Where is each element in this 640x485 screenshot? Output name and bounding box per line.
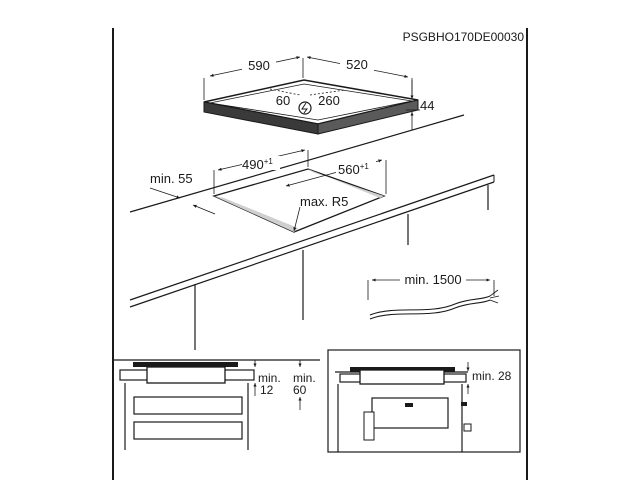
drawer-min-label-2: min.: [293, 371, 316, 385]
document-code: PSGBHO170DE00030: [403, 30, 525, 44]
hob-width-label: 590: [248, 58, 270, 73]
dim-520: 520: [306, 56, 413, 98]
connection-left-label: 60: [276, 93, 290, 108]
power-connection-icon: [298, 101, 312, 115]
cutout-radius-label: max. R5: [300, 194, 348, 209]
hob-height-label: 44: [420, 98, 434, 113]
dim-connection: 60 260: [269, 88, 346, 108]
dim-edge-distance: min. 55: [149, 171, 216, 215]
drawer-min-label-1: min.: [258, 371, 281, 385]
connection-right-label: 260: [318, 93, 340, 108]
drawer-detail: min. 12 min. 60: [113, 359, 320, 450]
drawer-value-12: 12: [260, 383, 274, 397]
oven-detail: min. 28: [327, 349, 521, 453]
dim-cutout-depth: 560+1: [285, 159, 387, 194]
dim-44: 44: [406, 80, 434, 130]
dim-cutout-width: 490+1: [213, 149, 309, 194]
oven-min-label: min. 28: [472, 369, 512, 383]
cutout-width-label: 490+1: [242, 157, 273, 172]
edge-distance-label: min. 55: [150, 171, 193, 186]
cable-drawing: min. 1500: [367, 272, 500, 320]
drawer-value-60: 60: [293, 383, 307, 397]
hob-drawing: [203, 79, 419, 135]
cutout-depth-label: 560+1: [338, 162, 369, 177]
radius-callout: max. R5: [293, 194, 348, 232]
countertop-drawing: [129, 114, 495, 350]
dim-590: 590: [203, 56, 304, 100]
cable-length-label: min. 1500: [404, 272, 461, 287]
hob-depth-label: 520: [346, 57, 368, 72]
